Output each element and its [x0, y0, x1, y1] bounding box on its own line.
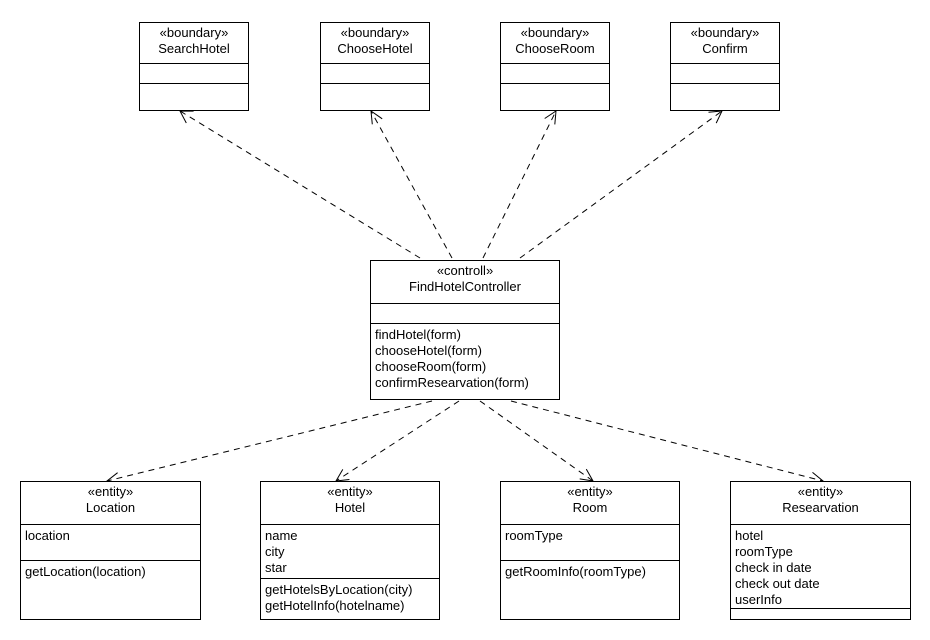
operation: getRoomInfo(roomType) — [505, 564, 646, 579]
operations-section: getRoomInfo(roomType) — [501, 561, 679, 622]
class-header: «boundary» SearchHotel — [140, 23, 248, 64]
attributes-section — [671, 64, 779, 84]
attribute: hotel — [735, 528, 764, 543]
class-name: FindHotelController — [409, 279, 521, 294]
operations-section — [321, 84, 429, 113]
stereotype-label: «boundary» — [159, 25, 229, 40]
attributes-section: location — [21, 525, 200, 561]
operation: getLocation(location) — [25, 564, 146, 579]
class-header: «boundary» ChooseRoom — [501, 23, 609, 64]
class-hotel[interactable]: «entity» Hotel name city star getHotelsB… — [260, 481, 440, 620]
class-header: «entity» Hotel — [261, 482, 439, 525]
operation: findHotel(form) — [375, 327, 461, 342]
class-header: «entity» Researvation — [731, 482, 910, 525]
operation: confirmResearvation(form) — [375, 375, 529, 390]
operation: chooseHotel(form) — [375, 343, 482, 358]
arrowhead-chooseroom — [544, 110, 557, 125]
dep-controller-location — [106, 400, 433, 482]
dep-controller-room — [479, 400, 594, 482]
class-header: «entity» Room — [501, 482, 679, 525]
dep-controller-hotel — [335, 400, 460, 482]
class-header: «entity» Location — [21, 482, 200, 525]
class-header: «controll» FindHotelController — [371, 261, 559, 304]
attribute: name — [265, 528, 298, 543]
class-name: Location — [85, 500, 136, 515]
attribute: roomType — [735, 544, 793, 559]
attribute: roomType — [505, 528, 563, 543]
class-location[interactable]: «entity» Location location getLocation(l… — [20, 481, 201, 620]
stereotype-label: «boundary» — [690, 25, 760, 40]
attribute: city — [265, 544, 285, 559]
class-name: Confirm — [702, 41, 748, 56]
dep-controller-confirm — [519, 110, 723, 259]
attribute: userInfo — [735, 592, 782, 607]
attributes-section: roomType — [501, 525, 679, 561]
operation: chooseRoom(form) — [375, 359, 487, 374]
stereotype-label: «entity» — [567, 484, 613, 499]
attributes-section: hotel roomType check in date check out d… — [731, 525, 910, 609]
class-name: Researvation — [782, 500, 859, 515]
attribute: check in date — [735, 560, 812, 575]
class-researvation[interactable]: «entity» Researvation hotel roomType che… — [730, 481, 911, 620]
arrowhead-choosehotel — [370, 109, 383, 125]
class-findhotelcontroller[interactable]: «controll» FindHotelController findHotel… — [370, 260, 560, 400]
class-searchhotel[interactable]: «boundary» SearchHotel — [139, 22, 249, 111]
attributes-section: name city star — [261, 525, 439, 579]
class-name: Hotel — [334, 500, 366, 515]
attributes-section — [140, 64, 248, 84]
class-chooseroom[interactable]: «boundary» ChooseRoom — [500, 22, 610, 111]
operations-section — [140, 84, 248, 113]
operations-section — [501, 84, 609, 113]
operations-section: getHotelsByLocation(city) getHotelInfo(h… — [261, 579, 439, 622]
dep-controller-chooseroom — [482, 110, 557, 259]
arrowhead-searchhotel — [179, 110, 194, 124]
attributes-section — [371, 304, 559, 324]
operations-section: getLocation(location) — [21, 561, 200, 622]
stereotype-label: «controll» — [436, 263, 494, 278]
attributes-section — [501, 64, 609, 84]
attribute: check out date — [735, 576, 820, 591]
operation: getHotelsByLocation(city) — [265, 582, 413, 597]
dep-controller-choosehotel — [370, 110, 453, 259]
attribute: location — [25, 528, 70, 543]
class-name: ChooseHotel — [337, 41, 413, 56]
dep-controller-researvation — [510, 400, 824, 482]
class-confirm[interactable]: «boundary» Confirm — [670, 22, 780, 111]
operations-section: findHotel(form) chooseHotel(form) choose… — [371, 324, 559, 402]
class-header: «boundary» ChooseHotel — [321, 23, 429, 64]
attributes-section — [321, 64, 429, 84]
class-name: Room — [572, 500, 608, 515]
class-name: ChooseRoom — [515, 41, 595, 56]
class-choosehotel[interactable]: «boundary» ChooseHotel — [320, 22, 430, 111]
operation: getHotelInfo(hotelname) — [265, 598, 405, 613]
stereotype-label: «boundary» — [520, 25, 590, 40]
dep-controller-searchhotel — [179, 110, 421, 259]
class-room[interactable]: «entity» Room roomType getRoomInfo(roomT… — [500, 481, 680, 620]
stereotype-label: «entity» — [87, 484, 134, 499]
operations-section — [671, 84, 779, 113]
stereotype-label: «entity» — [327, 484, 373, 499]
attribute: star — [265, 560, 287, 575]
class-header: «boundary» Confirm — [671, 23, 779, 64]
stereotype-label: «boundary» — [340, 25, 410, 40]
class-name: SearchHotel — [158, 41, 230, 56]
stereotype-label: «entity» — [797, 484, 844, 499]
arrowhead-confirm — [708, 110, 723, 124]
operations-section — [731, 609, 910, 622]
